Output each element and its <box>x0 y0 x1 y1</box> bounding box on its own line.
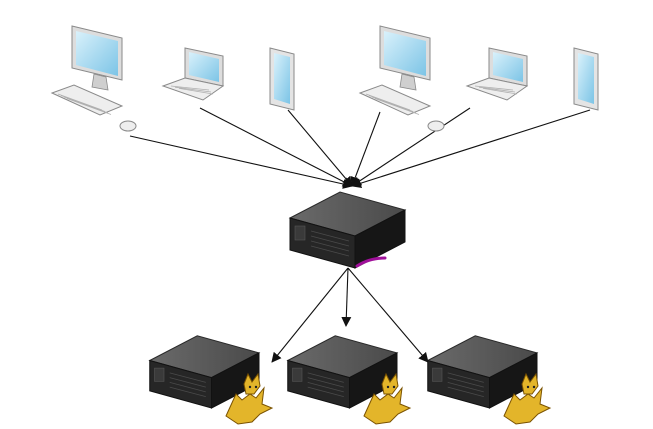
connector-arrow-balancer-to-server-1 <box>271 267 349 363</box>
tablet-icon-tablet-2 <box>573 47 599 111</box>
connector-arrow-desktop-2-to-balancer <box>350 111 381 187</box>
connector-arrow-balancer-to-server-2 <box>341 267 352 327</box>
server-icon-server-3 <box>426 335 552 425</box>
connector-arrow-laptop-2-to-balancer <box>351 107 471 187</box>
laptop-icon-laptop-1 <box>161 47 225 101</box>
tablet-icon-tablet-1 <box>269 47 295 111</box>
tomcat-cat-icon <box>503 372 552 425</box>
connections <box>129 107 591 363</box>
tomcat-cat-icon <box>225 372 274 425</box>
connector-arrow-balancer-to-server-3 <box>347 267 429 363</box>
connector-arrow-desktop-1-to-balancer <box>129 135 353 189</box>
connector-arrow-tablet-2-to-balancer <box>351 109 591 189</box>
desktop-computer-icon-desktop-2 <box>358 25 445 132</box>
connector-arrow-tablet-1-to-balancer <box>287 109 353 187</box>
laptop-icon-laptop-2 <box>465 47 529 101</box>
tomcat-cat-icon <box>363 372 412 425</box>
load-balancer-server-icon <box>288 191 407 269</box>
server-icon-server-2 <box>286 335 412 425</box>
desktop-computer-icon-desktop-1 <box>50 25 137 132</box>
server-icon-server-1 <box>148 335 274 425</box>
connector-arrow-laptop-1-to-balancer <box>199 107 353 187</box>
